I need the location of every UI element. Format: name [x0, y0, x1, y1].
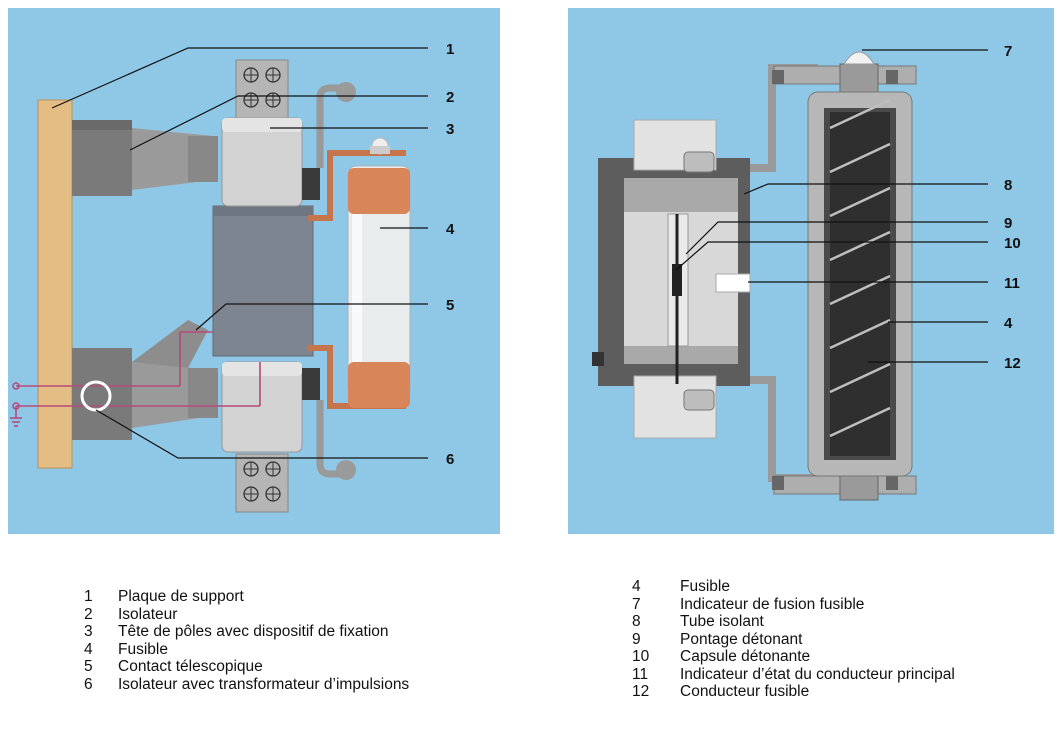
legend-item: 8 Tube isolant	[632, 613, 955, 631]
legend-label: Tête de pôles avec dispositif de fixatio…	[118, 623, 389, 640]
lower-insulator	[72, 320, 218, 440]
right-diagram-panel: 7 8 9 10 11 4 12	[568, 8, 1054, 534]
upper-insulator	[72, 120, 218, 196]
bottom-handle	[316, 400, 344, 478]
fuse-tube-section	[807, 91, 913, 477]
legend-item: 9 Pontage détonant	[632, 631, 955, 649]
legend-label: Capsule détonante	[680, 648, 811, 665]
legend-item: 1 Plaque de support	[80, 588, 409, 606]
top-handle	[316, 84, 344, 168]
legend-number: 2	[84, 605, 93, 623]
legend-item: 6 Isolateur avec transformateur d’impulsi…	[80, 676, 409, 694]
legend-number: 3	[84, 623, 93, 640]
callout-7: 7	[1004, 43, 1012, 60]
legend-item: 10 Capsule détonante	[632, 648, 955, 666]
support-plate	[37, 99, 73, 469]
callout-5: 5	[446, 297, 454, 314]
legend-label: Fusible	[680, 578, 730, 595]
legend-number: 1	[84, 588, 93, 605]
legend-number: 11	[632, 665, 649, 683]
callout-4: 4	[446, 221, 455, 238]
legend-label: Plaque de support	[118, 588, 244, 605]
left-diagram-panel: 1 2 3 4 5 6	[8, 8, 500, 534]
legend-label: Fusible	[118, 640, 168, 658]
legend-number: 5	[84, 658, 93, 675]
callout-4-right: 4	[1004, 315, 1013, 332]
fusion-indicator	[843, 51, 875, 65]
legend-label: Conducteur fusible	[680, 683, 810, 700]
callout-12: 12	[1004, 355, 1021, 372]
legend-left: 1 Plaque de support 2 Isolateur 3 Tête de p…	[80, 588, 409, 693]
callout-2: 2	[446, 89, 454, 106]
legend-item: 3 Tête de pôles avec dispositif de fixati…	[80, 623, 409, 641]
bottom-pole-head	[221, 361, 320, 453]
callout-10: 10	[1004, 235, 1021, 252]
legend-right: 4 Fusible 7 Indicateur de fusion fusible 8…	[632, 578, 955, 701]
legend-number: 8	[632, 613, 641, 630]
callout-6: 6	[446, 451, 454, 468]
legend-label: Indicateur d’état du conducteur principa…	[680, 665, 955, 683]
legend-number: 7	[632, 595, 641, 613]
legend-number: 4	[84, 640, 93, 658]
legend-number: 6	[84, 675, 93, 693]
fuse-base-side-view: 1 2 3 4 5 6	[10, 41, 455, 513]
fuse-cross-section-view: 7 8 9 10 11 4 12	[592, 43, 1021, 501]
insulating-housing	[592, 119, 751, 439]
callout-1: 1	[446, 41, 454, 58]
top-pole-head	[221, 117, 320, 207]
pulse-transformer-wiring	[10, 331, 261, 427]
legend-label: Indicateur de fusion fusible	[680, 595, 865, 613]
legend-number: 12	[632, 683, 650, 700]
legend-item: 4 Fusible	[632, 578, 955, 596]
legend-label: Isolateur	[118, 605, 178, 623]
legend-item: 4 Fusible	[80, 641, 409, 659]
legend-item: 11 Indicateur d’état du conducteur princi…	[632, 666, 955, 684]
bottom-terminal-block	[235, 453, 289, 513]
callout-11: 11	[1004, 275, 1020, 292]
legend-number: 9	[632, 630, 641, 648]
central-block	[212, 205, 314, 357]
callout-3: 3	[446, 121, 454, 138]
legend-item: 12 Conducteur fusible	[632, 683, 955, 701]
legend-label: Tube isolant	[680, 613, 764, 630]
legend-label: Isolateur avec transformateur d’impulsio…	[118, 675, 410, 693]
legend-item: 2 Isolateur	[80, 606, 409, 624]
legend-item: 5 Contact télescopique	[80, 658, 409, 676]
legend-label: Pontage détonant	[680, 630, 803, 648]
legend-item: 7 Indicateur de fusion fusible	[632, 596, 955, 614]
callout-8: 8	[1004, 177, 1012, 194]
legend-number: 10	[632, 648, 650, 665]
legend-number: 4	[632, 578, 641, 595]
callout-9: 9	[1004, 215, 1012, 232]
top-terminal-block	[235, 59, 289, 119]
fuse-cartridge	[347, 137, 411, 408]
legend-label: Contact télescopique	[118, 658, 263, 675]
